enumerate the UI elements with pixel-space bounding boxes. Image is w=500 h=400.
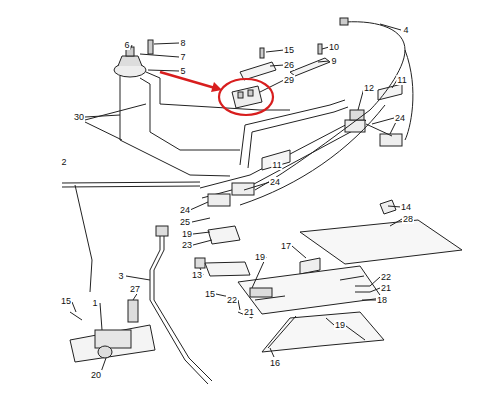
callout-number: 20 [90,370,102,380]
callout-number: 15 [204,289,216,299]
callout-number: 21 [243,307,255,317]
callout-number: 22 [380,272,392,282]
callout-number: 12 [363,83,375,93]
callout-number: 3 [117,271,124,281]
callout-number: 7 [179,52,186,62]
callout-number: 29 [283,75,295,85]
callout-number: 21 [380,283,392,293]
callout-number: 11 [271,160,282,170]
callout-number: 15 [283,45,295,55]
callout-number: 2 [60,157,67,167]
callout-number: 28 [402,214,414,224]
callout-number: 1 [91,298,98,308]
highlight-circle [219,79,273,115]
callout-number: 27 [129,284,141,294]
callout-number: 10 [328,42,340,52]
callout-number: 6 [123,40,130,50]
callout-number: 13 [191,270,203,280]
callout-number: 8 [179,38,186,48]
highlight-arrow [160,72,215,88]
callout-number: 14 [400,202,412,212]
callout-number: 11 [396,75,407,85]
callout-number: 26 [283,60,295,70]
callout-number: 19 [334,320,346,330]
callout-number: 25 [179,217,191,227]
callout-number: 19 [181,229,193,239]
callout-number: 19 [254,252,266,262]
callout-number: 23 [181,240,193,250]
callout-number: 18 [376,295,388,305]
highlight-arrowhead [211,82,222,92]
callout-number: 16 [269,358,281,368]
callout-number: 24 [269,177,281,187]
callout-number: 5 [179,66,186,76]
callout-number: 22 [226,295,238,305]
callout-number: 15 [60,296,72,306]
callout-number: 9 [330,56,337,66]
callout-number: 4 [402,25,409,35]
callout-number: 17 [280,241,292,251]
callout-number: 30 [73,112,85,122]
callout-number: 24 [179,205,191,215]
callout-number: 24 [394,113,406,123]
